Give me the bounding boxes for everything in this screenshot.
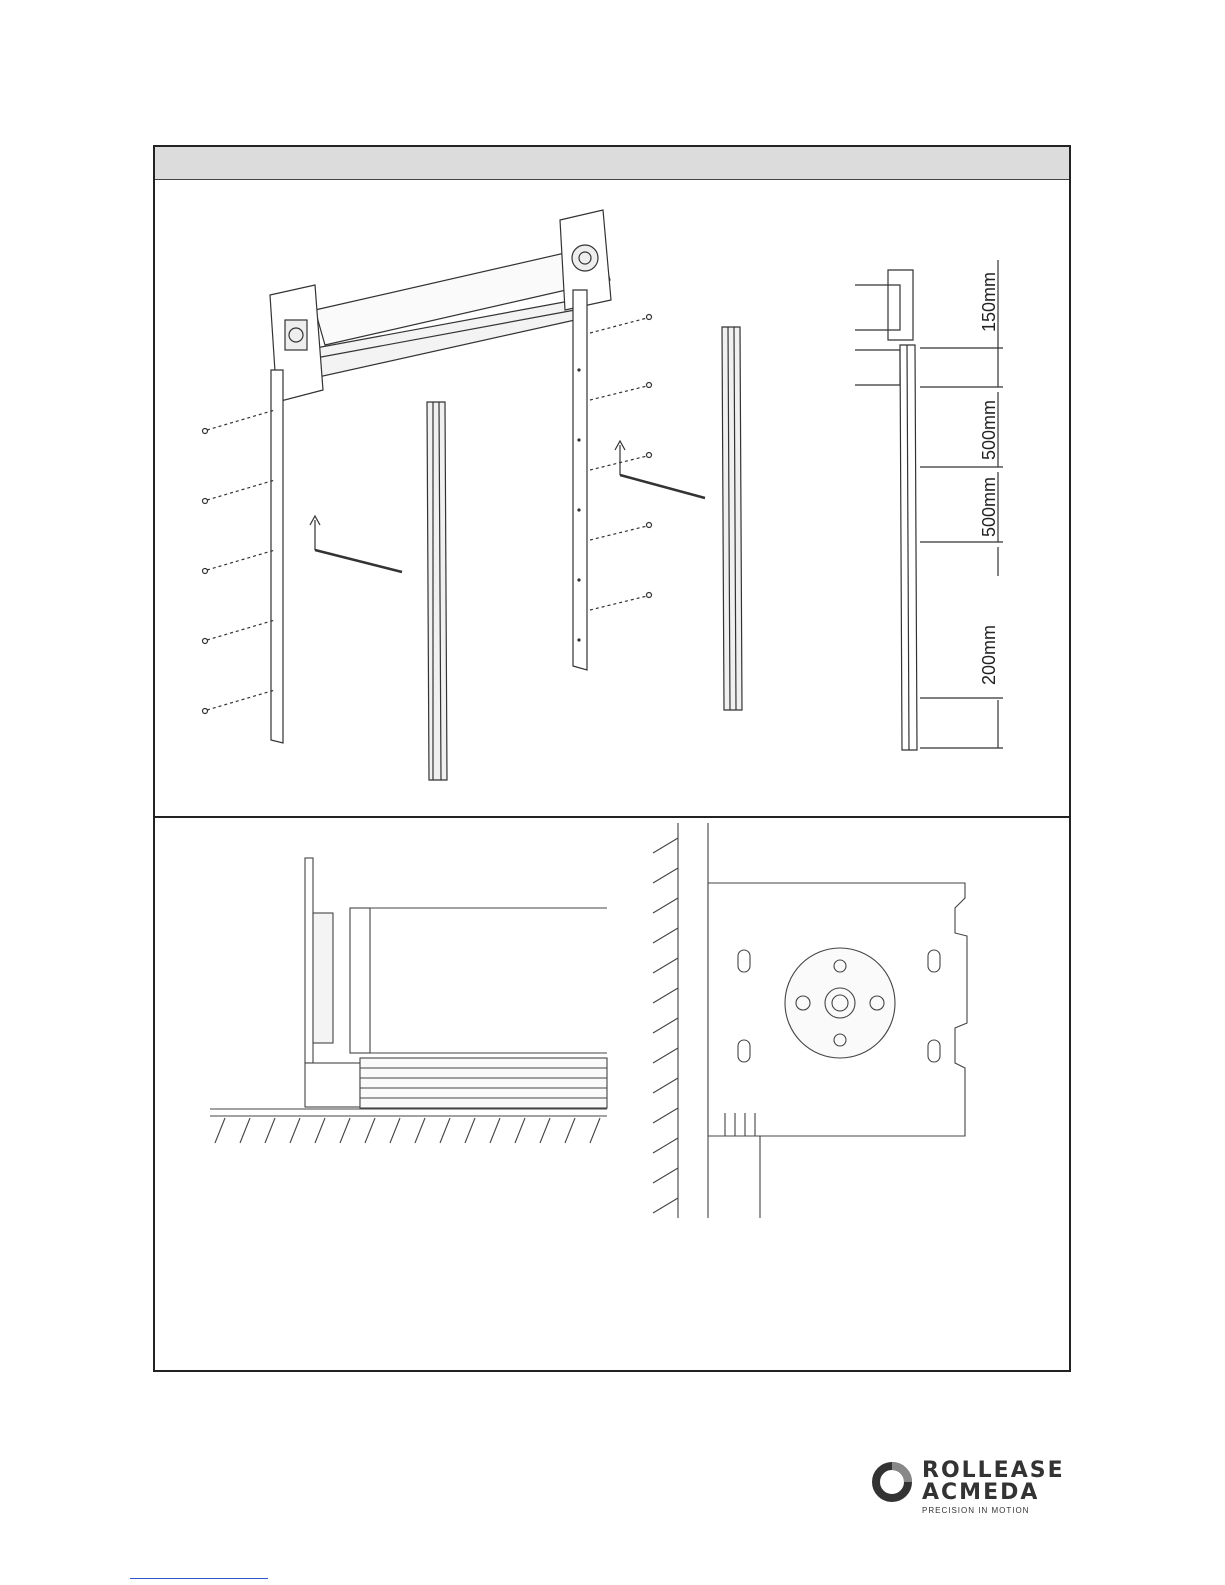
assembly-exploded-drawing: 150mm 500mm 500mm 200mm [155, 180, 1069, 848]
rollease-acmeda-logo: ROLLEASE ACMEDA PRECISION IN MOTION [870, 1458, 1070, 1518]
footer-link-underline [130, 1578, 268, 1579]
detail-drawings [155, 818, 1069, 1370]
logo-mark-icon [870, 1460, 914, 1504]
dimension-500mm-lower-label: 500mm [979, 477, 999, 537]
logo-tagline: PRECISION IN MOTION [922, 1506, 1029, 1515]
logo-text-line2: ACMEDA [922, 1480, 1039, 1505]
dimension-500mm-upper-label: 500mm [979, 400, 999, 460]
dimension-150mm-label: 150mm [979, 272, 999, 332]
dimension-200mm-label: 200mm [979, 625, 999, 685]
step-header-bar [155, 147, 1069, 180]
instruction-frame: 150mm 500mm 500mm 200mm [153, 145, 1071, 1372]
